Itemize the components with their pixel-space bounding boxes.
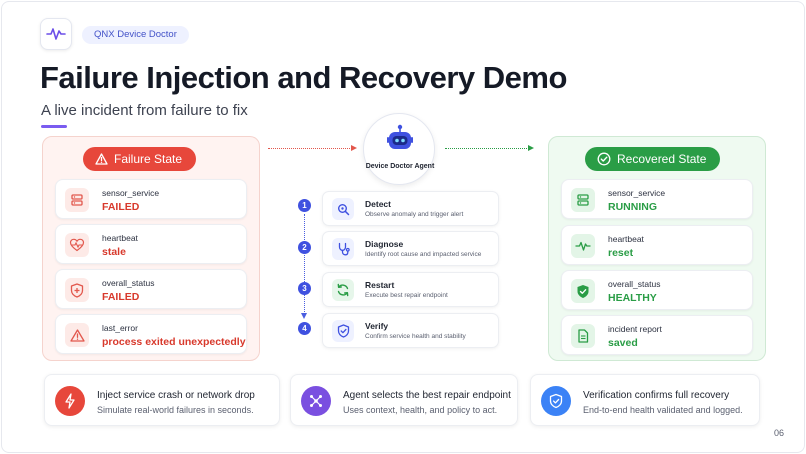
feature-desc: Uses context, health, and policy to act. [343, 405, 498, 415]
feature-card-agent-selects: Agent selects the best repair endpoint U… [290, 374, 518, 426]
feature-card-inject: Inject service crash or network drop Sim… [44, 374, 280, 426]
heart-pulse-icon [65, 233, 89, 257]
step-number: 3 [298, 282, 311, 295]
feature-title: Verification confirms full recovery [583, 390, 730, 401]
refresh-icon [332, 279, 354, 301]
failure-state-badge: Failure State [83, 147, 197, 171]
step-card-restart: Restart Execute best repair endpoint [322, 272, 499, 307]
device-doctor-agent: Device Doctor Agent [363, 113, 435, 185]
page-subtitle: A live incident from failure to fix [41, 102, 248, 119]
agent-label: Device Doctor Agent [365, 163, 435, 170]
card-value: FAILED [102, 291, 140, 303]
step-title: Verify [365, 321, 389, 331]
card-value: stale [102, 246, 126, 258]
search-icon [332, 198, 354, 220]
recovered-state-badge: Recovered State [585, 147, 721, 171]
step-title: Restart [365, 280, 395, 290]
document-icon [571, 324, 595, 348]
warning-icon [65, 323, 89, 347]
card-label: overall_status [608, 279, 661, 289]
shield-check-icon [571, 279, 595, 303]
feature-title: Inject service crash or network drop [97, 390, 255, 401]
pulse-icon [571, 234, 595, 258]
step-card-verify: Verify Confirm service health and stabil… [322, 313, 499, 348]
warning-icon [95, 153, 108, 165]
card-label: overall_status [102, 278, 155, 288]
lightning-icon [55, 386, 85, 416]
shield-check-icon [332, 320, 354, 342]
brand-pill: QNX Device Doctor [82, 26, 189, 44]
failure-card-last-error: last_error process exited unexpectedly [55, 314, 247, 354]
card-value: RUNNING [608, 201, 657, 213]
card-label: heartbeat [102, 233, 138, 243]
shield-check-icon [541, 386, 571, 416]
step-desc: Identify root cause and impacted service [365, 251, 482, 258]
stethoscope-icon [332, 238, 354, 260]
recovered-card-heartbeat: heartbeat reset [561, 225, 753, 265]
card-label: last_error [102, 323, 138, 333]
title-accent-line [41, 125, 67, 128]
card-label: sensor_service [608, 188, 666, 198]
step-number: 1 [298, 199, 311, 212]
card-value: HEALTHY [608, 292, 657, 304]
server-icon [65, 188, 89, 212]
robot-icon [387, 124, 413, 149]
step-title: Diagnose [365, 239, 404, 249]
feature-desc: End-to-end health validated and logged. [583, 405, 743, 415]
recovered-card-incident-report: incident report saved [561, 315, 753, 355]
card-value: process exited unexpectedly [102, 336, 246, 348]
failure-to-agent-arrow [268, 144, 357, 151]
step-title: Detect [365, 199, 391, 209]
card-value: reset [608, 247, 634, 259]
recovered-card-overall-status: overall_status HEALTHY [561, 270, 753, 310]
shield-plus-icon [65, 278, 89, 302]
failure-card-sensor-service: sensor_service FAILED [55, 179, 247, 219]
card-label: sensor_service [102, 188, 160, 198]
failure-card-heartbeat: heartbeat stale [55, 224, 247, 264]
card-label: heartbeat [608, 234, 644, 244]
step-number: 2 [298, 241, 311, 254]
card-label: incident report [608, 324, 662, 334]
failure-state-panel: Failure State sensor_service FAILED hear… [42, 136, 260, 361]
feature-desc: Simulate real-world failures in seconds. [97, 405, 254, 415]
step-desc: Confirm service health and stability [365, 333, 466, 340]
page-title: Failure Injection and Recovery Demo [40, 60, 567, 95]
recovered-card-sensor-service: sensor_service RUNNING [561, 179, 753, 219]
step-number: 4 [298, 322, 311, 335]
step-desc: Observe anomaly and trigger alert [365, 211, 464, 218]
agent-to-recovered-arrow [445, 144, 534, 151]
steps-timeline-line [300, 214, 307, 319]
step-card-detect: Detect Observe anomaly and trigger alert [322, 191, 499, 226]
pulse-logo-icon [40, 18, 72, 50]
feature-title: Agent selects the best repair endpoint [343, 390, 511, 401]
recovered-state-label: Recovered State [617, 152, 707, 166]
card-value: saved [608, 337, 638, 349]
feature-card-verification: Verification confirms full recovery End-… [530, 374, 760, 426]
page-number: 06 [773, 428, 784, 438]
network-icon [301, 386, 331, 416]
card-value: FAILED [102, 201, 140, 213]
server-icon [571, 188, 595, 212]
failure-card-overall-status: overall_status FAILED [55, 269, 247, 309]
recovered-state-panel: Recovered State sensor_service RUNNING h… [548, 136, 766, 361]
step-desc: Execute best repair endpoint [365, 292, 448, 299]
step-card-diagnose: Diagnose Identify root cause and impacte… [322, 231, 499, 266]
failure-state-label: Failure State [114, 152, 183, 166]
check-circle-icon [597, 152, 611, 166]
